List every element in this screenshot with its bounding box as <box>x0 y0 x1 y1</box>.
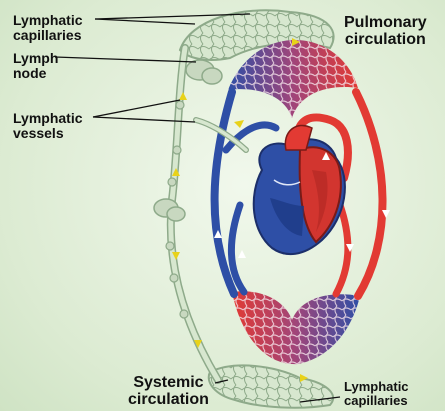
label-lymph-node: Lymph node <box>13 51 58 81</box>
label-lymphatic-capillaries-top: Lymphatic capillaries <box>13 13 83 43</box>
lymph-node-lower <box>154 199 185 221</box>
label-lymphatic-capillaries-bottom: Lymphatic capillaries <box>344 380 409 408</box>
label-lymphatic-vessels: Lymphatic vessels <box>13 111 83 141</box>
heart <box>254 125 345 254</box>
label-pulmonary-circulation: Pulmonary circulation <box>344 14 427 48</box>
lymph-node <box>186 60 222 84</box>
lymphatic-capillary-bed-bottom <box>209 365 333 407</box>
label-systemic-circulation: Systemic circulation <box>128 374 209 408</box>
systemic-capillary-bed <box>232 291 360 364</box>
pulmonary-capillary-bed <box>228 40 358 118</box>
